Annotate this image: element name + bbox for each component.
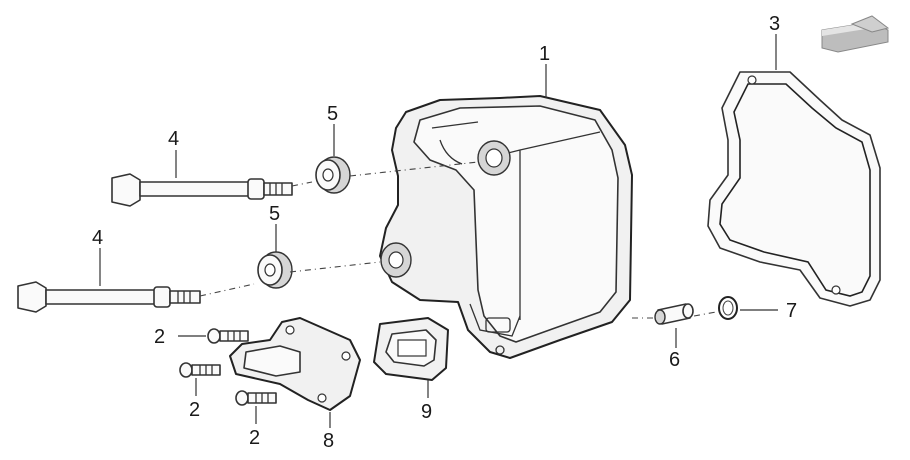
callout-8: 8 xyxy=(323,430,334,452)
small-bolt-2 xyxy=(179,362,221,378)
callout-6: 6 xyxy=(669,349,680,371)
small-bolt-1 xyxy=(207,328,249,344)
long-bolt-upper xyxy=(111,173,293,207)
o-ring xyxy=(718,296,738,320)
long-bolt-lower xyxy=(17,281,201,313)
rubber-seal xyxy=(373,317,449,381)
breather-cover xyxy=(229,317,361,411)
callout-2-middle: 2 xyxy=(189,399,200,421)
callout-4-lower: 4 xyxy=(92,227,103,249)
assembly-axis-lines xyxy=(199,161,717,319)
callout-9: 9 xyxy=(421,401,432,423)
sealing-washer-upper xyxy=(315,156,351,194)
callout-7: 7 xyxy=(786,300,797,322)
callout-numbers: 1 2 2 2 3 4 4 5 5 6 7 8 9 xyxy=(92,13,797,452)
leader-lines xyxy=(99,34,778,428)
callout-4-upper: 4 xyxy=(168,128,179,150)
callout-2-top: 2 xyxy=(154,326,165,348)
callout-2-bottom: 2 xyxy=(249,427,260,449)
small-bolt-3 xyxy=(235,390,277,406)
callout-1: 1 xyxy=(539,43,550,65)
sealing-washer-lower xyxy=(257,251,293,289)
callout-3: 3 xyxy=(769,13,780,35)
dowel-pin xyxy=(654,303,694,325)
callout-5-upper: 5 xyxy=(327,103,338,125)
callout-5-lower: 5 xyxy=(269,203,280,225)
cylinder-head-cover xyxy=(379,95,633,359)
orientation-arrow-icon xyxy=(821,15,890,53)
head-cover-gasket xyxy=(707,71,881,307)
